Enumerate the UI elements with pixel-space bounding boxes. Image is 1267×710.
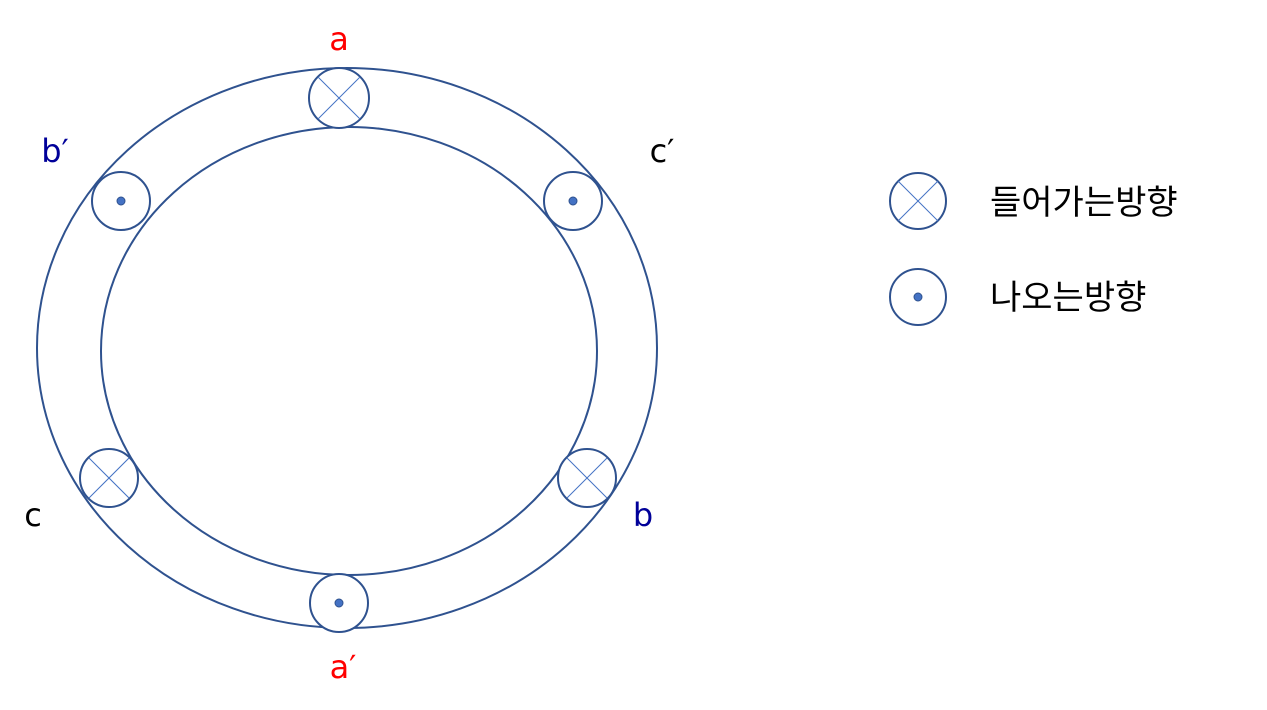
- legend: 들어가는방향 나오는방향: [889, 172, 1178, 326]
- cross-icon: [566, 457, 608, 499]
- dot-icon: [116, 196, 126, 206]
- conductor-b-prime: [91, 171, 151, 231]
- conductor-a-prime: [309, 573, 369, 633]
- label-a: a: [329, 20, 349, 58]
- conductor-a: [308, 67, 370, 129]
- stator-outer-ellipse: [36, 67, 658, 629]
- dot-icon: [913, 292, 923, 302]
- label-b-prime: b′: [41, 132, 69, 170]
- label-c-prime: c′: [650, 132, 675, 170]
- dot-icon: [568, 196, 578, 206]
- label-c: c: [24, 496, 42, 534]
- legend-item-into: 들어가는방향: [889, 172, 1178, 230]
- legend-item-out: 나오는방향: [889, 268, 1146, 326]
- cross-icon: [317, 76, 361, 120]
- cross-icon: [88, 457, 130, 499]
- cross-icon: [897, 180, 939, 222]
- conductor-c-prime: [543, 171, 603, 231]
- dot-icon: [334, 598, 344, 608]
- label-a-prime: a′: [330, 648, 357, 686]
- conductor-b: [557, 448, 617, 508]
- legend-label-into: 들어가는방향: [990, 183, 1178, 223]
- stator-inner-ellipse: [100, 126, 598, 576]
- legend-label-out: 나오는방향: [990, 278, 1146, 318]
- label-b: b: [633, 496, 653, 534]
- conductor-c: [79, 448, 139, 508]
